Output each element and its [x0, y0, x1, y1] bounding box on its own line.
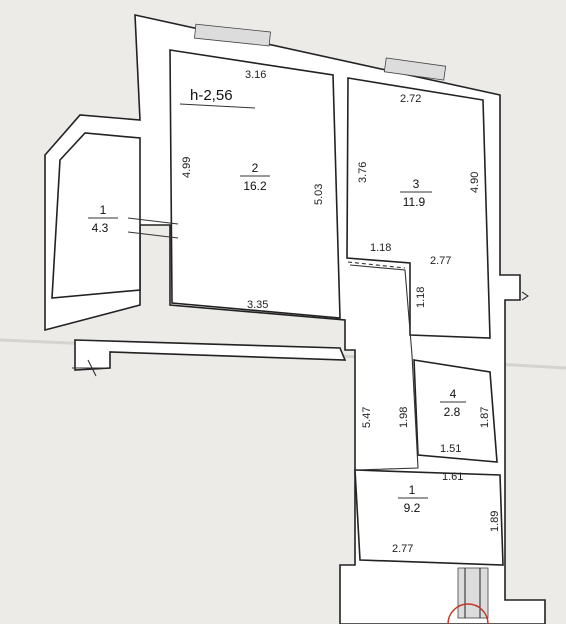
dimension-label: 1.18: [415, 287, 427, 308]
balcony-outline: [51, 132, 141, 299]
room-label-3: 3 11.9: [400, 177, 432, 209]
dimension-label: 4.99: [181, 157, 193, 178]
dimension-label: 5.47: [361, 407, 373, 428]
svg-text:2.8: 2.8: [444, 405, 461, 419]
room-4-outline: [413, 359, 498, 463]
lower-left-wall: [74, 339, 347, 371]
dimension-label: 2.77: [392, 543, 413, 555]
dimension-label: 1.51: [440, 443, 461, 455]
dimension-label: 1.89: [489, 511, 501, 532]
window-room-3: [383, 57, 447, 81]
ceiling-height-label: h-2,56: [190, 87, 233, 104]
room-label-hall: 1 9.2: [398, 483, 428, 515]
dimension-label: 2.72: [400, 93, 421, 105]
room-label-balcony: 1 4.3: [88, 203, 118, 235]
dimension-label: 3.16: [245, 69, 266, 81]
svg-text:9.2: 9.2: [404, 501, 421, 515]
dimension-label: 4.90: [469, 172, 481, 193]
dimension-label: 1.87: [479, 407, 491, 428]
svg-text:2: 2: [252, 161, 259, 175]
dimension-label: 5.03: [313, 184, 325, 205]
svg-text:1: 1: [409, 483, 416, 497]
doorway: [347, 261, 406, 269]
balcony-door: [127, 217, 179, 225]
hall-outline: [354, 469, 504, 566]
ceiling-height-underline: [179, 103, 256, 109]
room-2-outline: [169, 49, 341, 319]
dimension-label: 2.77: [430, 255, 451, 267]
svg-text:4: 4: [450, 387, 457, 401]
svg-text:4.3: 4.3: [92, 221, 109, 235]
break-mark: [521, 291, 529, 301]
svg-text:3: 3: [413, 177, 420, 191]
balcony-door: [127, 231, 179, 239]
dimension-label: 1.18: [370, 242, 391, 254]
window-room-2: [194, 23, 271, 47]
svg-text:16.2: 16.2: [243, 179, 267, 193]
dimension-label: 3.35: [247, 299, 268, 311]
dimension-label: 3.76: [357, 162, 369, 183]
stamp-circle: [447, 603, 489, 624]
corridor-outline: [349, 264, 419, 471]
svg-text:11.9: 11.9: [403, 195, 426, 209]
svg-text:1: 1: [100, 203, 107, 217]
room-label-2: 2 16.2: [240, 161, 270, 193]
break-mark: [72, 359, 105, 377]
dimension-label: 1.98: [398, 407, 410, 428]
room-label-4: 4 2.8: [440, 387, 466, 419]
dimension-label: 1.61: [442, 471, 463, 483]
